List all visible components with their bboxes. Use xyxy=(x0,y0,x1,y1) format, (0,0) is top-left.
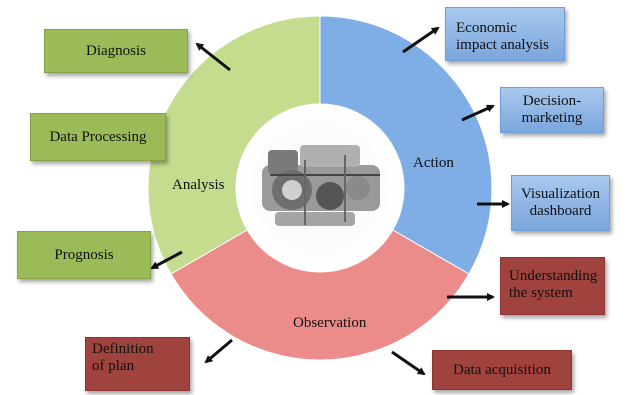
box-economic-impact-analysis: Economic impact analysis xyxy=(445,7,565,61)
box-prognosis: Prognosis xyxy=(17,231,151,279)
segment-label-observation: Observation xyxy=(293,315,367,331)
arrow-to-economic-impact xyxy=(402,26,440,54)
arrow-to-prognosis xyxy=(150,250,183,270)
ring-segment-action xyxy=(319,15,493,275)
segment-label-action: Action xyxy=(413,155,454,171)
arrow-to-definition-of-plan xyxy=(204,338,233,364)
box-visualization-dashboard: Visualization dashboard xyxy=(511,175,610,231)
box-data-acquisition: Data acquisition xyxy=(432,350,572,390)
ring-segment-observation xyxy=(170,229,470,361)
segment-label-analysis: Analysis xyxy=(172,177,225,193)
arrow-to-decision-marketing xyxy=(461,104,495,122)
ring-segment-analysis xyxy=(147,15,321,275)
box-data-processing: Data Processing xyxy=(30,113,166,161)
arrow-to-data-acquisition xyxy=(391,350,426,376)
arrow-to-diagnosis xyxy=(195,42,231,72)
box-definition-of-plan: Definition of plan xyxy=(85,337,190,391)
engine-image xyxy=(238,106,402,270)
box-understanding-the-system: Understanding the system xyxy=(500,257,605,315)
box-diagnosis: Diagnosis xyxy=(44,29,188,73)
box-decision-marketing: Decision- marketing xyxy=(500,87,604,133)
